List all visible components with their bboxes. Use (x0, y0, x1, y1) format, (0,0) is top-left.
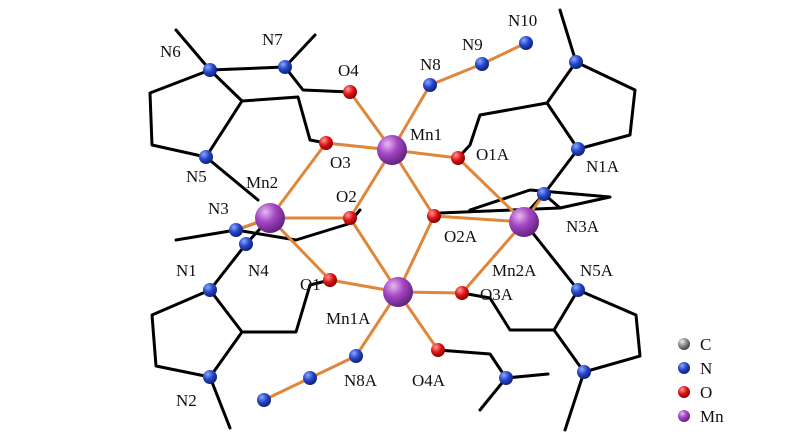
atom-n8a (349, 349, 363, 363)
bond-n2-methyl (208, 375, 232, 430)
atom-n-bottom-right (577, 365, 591, 379)
label-n5a: N5A (580, 261, 614, 280)
label-mn2a: Mn2A (492, 261, 537, 280)
bond-mn2a-o3a (460, 220, 526, 295)
bond-n9-n10 (480, 41, 528, 66)
label-n8: N8 (420, 55, 441, 74)
label-n8a: N8A (344, 371, 378, 390)
atom-o3 (319, 136, 333, 150)
atom-n9a (303, 371, 317, 385)
legend-mn-swatch (678, 410, 690, 422)
atom-o2a (427, 209, 441, 223)
bond-ring-o3 (240, 95, 328, 145)
label-o3a: O3A (480, 285, 514, 304)
bond-n8-n9 (428, 62, 484, 87)
label-n10: N10 (508, 11, 537, 30)
bond-ring-o3a (460, 291, 556, 332)
label-o4a: O4A (412, 371, 446, 390)
atom-n1 (203, 283, 217, 297)
bond-n7-o4 (283, 65, 352, 94)
bond-n6-methyl (174, 28, 212, 72)
atom-mn1a (383, 277, 413, 307)
label-n1: N1 (176, 261, 197, 280)
atom-n3a (537, 187, 551, 201)
atom-n5a (571, 283, 585, 297)
bond-o4a-chain (436, 348, 550, 380)
atom-n3 (229, 223, 243, 237)
label-n3a: N3A (566, 217, 600, 236)
bond-top-left-ring (148, 68, 244, 159)
atom-n2 (203, 370, 217, 384)
atom-o4a (431, 343, 445, 357)
atom-n7a (499, 371, 513, 385)
legend-n-swatch (678, 362, 690, 374)
atom-n-top-right (569, 55, 583, 69)
bond-n1a-n3a (542, 147, 580, 196)
bond-bottom-left-ring (150, 288, 244, 379)
legend-c-swatch (678, 338, 690, 350)
bond-n1-n4 (208, 242, 248, 292)
bond-mn2a-o1a (456, 156, 526, 224)
bond-n-methyl-tr (558, 8, 578, 64)
bond-mn2a-o2a (432, 214, 526, 224)
atom-o3a (455, 286, 469, 300)
label-o1: O1 (300, 275, 321, 294)
label-o4: O4 (338, 61, 359, 80)
bond-n6-n7 (208, 65, 287, 72)
atom-n10 (519, 36, 533, 50)
atom-n6 (203, 63, 217, 77)
bond-mn2-o3 (268, 141, 328, 220)
label-n1a: N1A (586, 157, 620, 176)
label-mn1: Mn1 (410, 125, 442, 144)
label-mn2: Mn2 (246, 173, 278, 192)
label-o1a: O1A (476, 145, 510, 164)
atom-n5 (199, 150, 213, 164)
bond-ring-o1 (240, 278, 332, 334)
atom-mn2 (255, 203, 285, 233)
bond-n8a-n9a (308, 354, 358, 380)
legend-o-label: O (700, 383, 712, 402)
atom-n10a (257, 393, 271, 407)
bond-ring-o1a (456, 101, 549, 160)
label-n6: N6 (160, 42, 181, 61)
label-o3: O3 (330, 153, 351, 172)
legend: C N O Mn (678, 335, 724, 426)
legend-mn-label: Mn (700, 407, 724, 426)
bond-top-right-ring (545, 60, 637, 151)
atom-o4 (343, 85, 357, 99)
label-n4: N4 (248, 261, 269, 280)
label-n2: N2 (176, 391, 197, 410)
bond-n5-mn2 (204, 155, 260, 202)
label-mn1a: Mn1A (326, 309, 371, 328)
bond-n-methyl-br (563, 370, 586, 432)
bond-n9a-n10a (262, 376, 312, 402)
atom-n4 (239, 237, 253, 251)
label-n3: N3 (208, 199, 229, 218)
label-n5: N5 (186, 167, 207, 186)
atom-mn2a (509, 207, 539, 237)
atom-o1a (451, 151, 465, 165)
label-o2a: O2A (444, 227, 478, 246)
label-n7: N7 (262, 30, 283, 49)
label-n9: N9 (462, 35, 483, 54)
atom-n9 (475, 57, 489, 71)
atom-n1a (571, 142, 585, 156)
atom-n8 (423, 78, 437, 92)
atom-o1 (323, 273, 337, 287)
bond-n7-methyl (283, 33, 317, 69)
legend-c-label: C (700, 335, 711, 354)
atom-labels: N6 N7 O4 N8 N9 N10 Mn1 O3 O1A N1A N5 Mn2… (160, 11, 620, 410)
bond-bottom-right-ring (552, 288, 642, 374)
legend-o-swatch (678, 386, 690, 398)
label-o2: O2 (336, 187, 357, 206)
legend-n-label: N (700, 359, 712, 378)
atom-mn1 (377, 135, 407, 165)
atoms (199, 36, 591, 407)
atom-n7 (278, 60, 292, 74)
atom-o2 (343, 211, 357, 225)
